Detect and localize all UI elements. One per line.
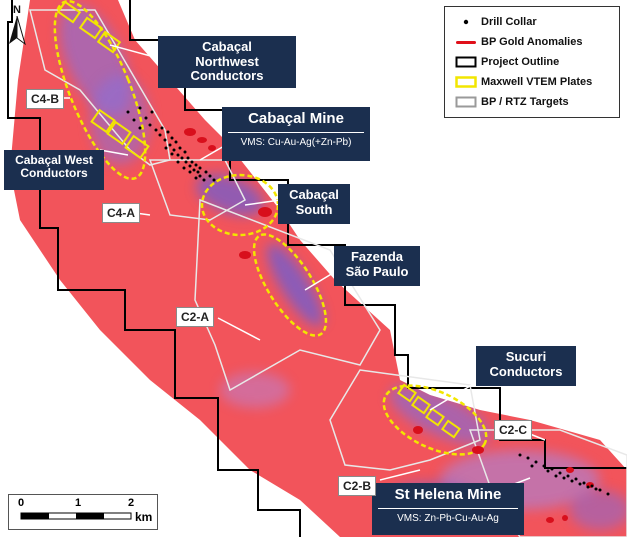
callout-cabacal-south: Cabaçal South: [278, 184, 350, 224]
scale-tick-2: 2: [128, 497, 135, 509]
project-outline-east: [129, 0, 627, 469]
vtem-plates: [56, 0, 461, 439]
north-arrow: N: [6, 4, 28, 48]
callout-st-helena-mine: St Helena Mine VMS: Zn-Pb-Cu-Au-Ag: [372, 483, 524, 535]
scale-unit: km: [135, 510, 153, 524]
target-label-c2a: C2-A: [176, 307, 215, 327]
callout-cabacal-mine: Cabaçal Mine VMS: Cu-Au-Ag(+Zn-Pb): [222, 107, 370, 161]
project-outline: [7, 0, 301, 537]
survey-coverage: [10, 0, 627, 537]
callout-cabacal-west: Cabaçal West Conductors: [4, 150, 104, 190]
drill-collar-symbol-icon: [451, 18, 481, 26]
target-label-c4b: C4-B: [26, 89, 65, 109]
north-arrow-icon: [9, 15, 26, 46]
legend: Drill Collar BP Gold Anomalies Project O…: [444, 6, 620, 118]
project-outline-symbol-icon: [451, 56, 481, 68]
scale-tick-1: 1: [75, 497, 82, 509]
callout-cabacal-south-text: Cabaçal South: [289, 187, 339, 217]
target-label-c2c: C2-C: [494, 420, 533, 440]
scale-bar-graphic: [20, 512, 132, 520]
target-label-c4a: C4-A: [102, 203, 141, 223]
legend-row-project-outline: Project Outline: [451, 52, 613, 72]
callout-cabacal-northwest: Cabaçal Northwest Conductors: [158, 36, 296, 88]
legend-row-gold-anomalies: BP Gold Anomalies: [451, 32, 613, 52]
vtem-plate-symbol-icon: [451, 76, 481, 88]
scale-tick-0: 0: [18, 497, 25, 509]
scale-bar: 0 1 2 km: [8, 494, 158, 530]
callout-st-helena-sub: VMS: Zn-Pb-Cu-Au-Ag: [378, 507, 518, 524]
callout-st-helena-title: St Helena Mine: [394, 486, 502, 503]
legend-row-drill-collar: Drill Collar: [451, 12, 613, 32]
legend-label: BP Gold Anomalies: [481, 36, 583, 48]
callout-fazenda-text: Fazenda São Paulo: [345, 249, 409, 279]
drill-collars: [126, 106, 610, 496]
callout-fazenda-sao-paulo: Fazenda São Paulo: [334, 246, 420, 286]
north-label: N: [13, 4, 21, 16]
legend-label: Drill Collar: [481, 16, 537, 28]
callout-cabacal-west-text: Cabaçal West Conductors: [15, 153, 93, 181]
legend-label: Project Outline: [481, 56, 560, 68]
legend-label: BP / RTZ Targets: [481, 96, 569, 108]
rtz-target-symbol-icon: [451, 96, 481, 108]
legend-row-rtz-targets: BP / RTZ Targets: [451, 92, 613, 112]
target-label-c2b: C2-B: [338, 476, 377, 496]
callout-cabacal-mine-title: Cabaçal Mine: [248, 110, 344, 127]
legend-label: Maxwell VTEM Plates: [481, 76, 593, 88]
callout-sucuri-text: Sucuri Conductors: [489, 349, 563, 379]
callout-cabacal-mine-sub: VMS: Cu-Au-Ag(+Zn-Pb): [228, 131, 364, 148]
callout-cabacal-northwest-text: Cabaçal Northwest Conductors: [190, 39, 264, 84]
legend-row-vtem-plates: Maxwell VTEM Plates: [451, 72, 613, 92]
callout-sucuri: Sucuri Conductors: [476, 346, 576, 386]
gold-anomaly-symbol-icon: [451, 38, 481, 46]
